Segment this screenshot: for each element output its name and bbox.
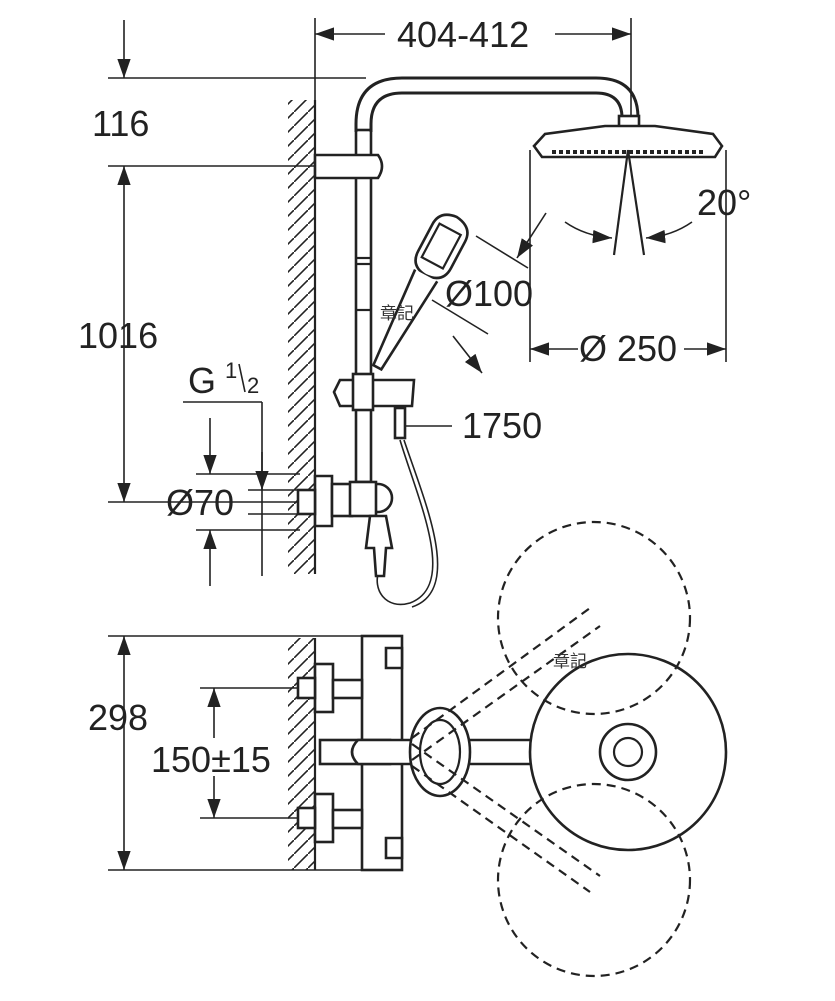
connector-bottom-escutcheon (313, 792, 335, 844)
ext-100-a (475, 235, 529, 269)
dim-298: 298 (88, 697, 148, 738)
slider-clamp (351, 372, 375, 412)
top-view: 298 150±15 章記 (88, 520, 728, 978)
overhead-head-hub (598, 722, 658, 782)
thread-fraction-slash (238, 363, 246, 393)
connector-top-pipe (331, 678, 364, 700)
swivel-position-upper (496, 520, 692, 716)
shower-arm (354, 76, 640, 132)
thermostat-bottom-knob (384, 836, 404, 860)
watermark-2: 章記 (553, 652, 587, 672)
ext-100-b (431, 299, 489, 335)
hose-connector (364, 514, 394, 578)
swivel-arm-upper-b (411, 625, 601, 761)
connector-top-escutcheon (313, 662, 335, 714)
shower-arm-inner (369, 91, 624, 132)
dim-1016: 1016 (78, 315, 158, 356)
hand-shower-stem (393, 406, 407, 440)
connector-top-nut (296, 676, 317, 700)
dim-20-deg: 20° (697, 182, 751, 223)
dim-150-15: 150±15 (151, 739, 271, 780)
dim-diameter-70: Ø70 (166, 482, 234, 523)
angle-arc-left (564, 221, 613, 244)
tilt-center (612, 149, 630, 256)
angle-arc-right (645, 221, 693, 244)
swivel-arm-lower-b (411, 765, 591, 893)
overhead-head-hub-inner (612, 736, 644, 768)
dim-line-100-b (452, 335, 483, 374)
mixer-body (313, 474, 334, 528)
thermostat-top-knob (384, 646, 404, 670)
dim-404-412: 404-412 (397, 14, 529, 55)
dim-thread-den: 2 (247, 373, 259, 398)
swivel-position-lower (496, 782, 692, 978)
dim-116: 116 (92, 103, 149, 144)
nut (296, 488, 317, 516)
dim-diameter-100: Ø100 (445, 273, 533, 314)
hand-shower (371, 213, 469, 372)
wall-hatch-lower (288, 638, 315, 870)
dim-1750: 1750 (462, 405, 542, 446)
shower-hose (376, 439, 434, 606)
tilt-edge (626, 149, 646, 256)
dim-diameter-250: Ø 250 (579, 328, 677, 369)
connector-bottom-pipe (331, 808, 364, 830)
connector-bottom-nut (296, 806, 317, 830)
watermark-1: 章記 (380, 304, 414, 324)
shower-hose-2 (403, 439, 439, 608)
overhead-shower-head (532, 124, 724, 159)
shower-rail (354, 128, 373, 484)
side-view: 116 1016 404-412 20° Ø 250 (78, 14, 751, 608)
diverter-body (348, 480, 378, 518)
wall-bracket (313, 153, 384, 180)
hand-shower-top-inner (418, 718, 462, 786)
dim-line-100-a (516, 212, 547, 259)
swivel-arm-upper-a (411, 607, 591, 739)
dim-thread-g: G (188, 360, 216, 401)
swivel-arm-lower-a (411, 743, 601, 877)
dim-thread-num: 1 (225, 358, 237, 383)
